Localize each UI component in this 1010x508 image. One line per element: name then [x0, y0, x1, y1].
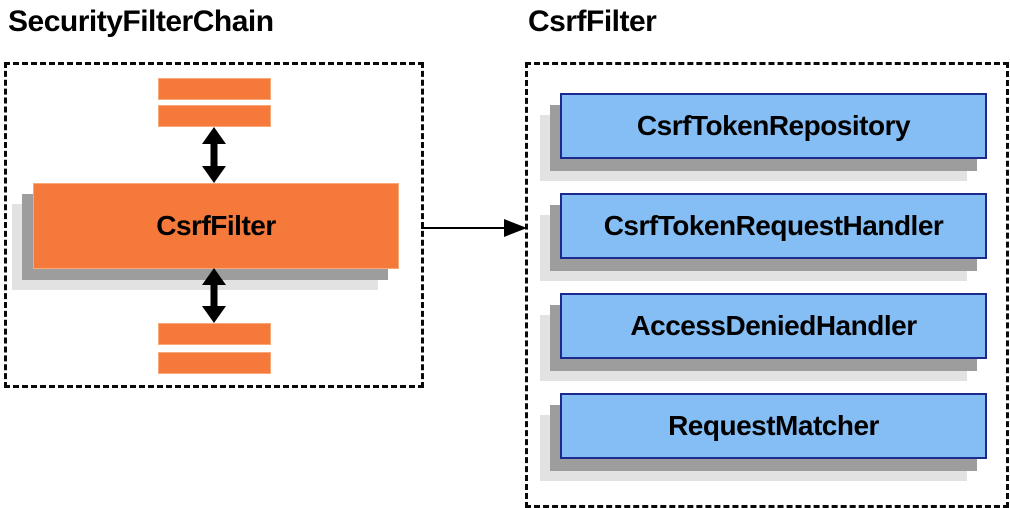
access-denied-handler-node: AccessDeniedHandler [560, 293, 987, 359]
csrf-filter-node: CsrfFilter [33, 183, 399, 269]
request-matcher-node: RequestMatcher [560, 393, 987, 459]
node-label: CsrfTokenRequestHandler [603, 210, 944, 241]
node-label: CsrfTokenRepository [636, 110, 911, 141]
bidirectional-arrow-icon [202, 127, 226, 183]
node-label: RequestMatcher [668, 410, 879, 441]
filter-placeholder-bar [158, 323, 271, 345]
csrf-token-request-handler-node: CsrfTokenRequestHandler [560, 193, 987, 259]
csrf-filter-box: CsrfTokenRepository CsrfTokenRequestHand… [525, 62, 1009, 508]
csrf-filter-node-label: CsrfFilter [156, 210, 276, 241]
security-filter-chain-title: SecurityFilterChain [8, 5, 274, 38]
csrf-token-repository-node: CsrfTokenRepository [560, 93, 987, 159]
bidirectional-arrow-icon [202, 268, 226, 323]
filter-placeholder-bar [158, 78, 271, 100]
filter-placeholder-bar [158, 352, 271, 374]
flow-arrow-icon [421, 219, 527, 237]
filter-placeholder-bar [158, 105, 271, 127]
node-label: AccessDeniedHandler [630, 310, 917, 341]
security-filter-chain-box: CsrfFilter [4, 62, 424, 388]
csrf-filter-title: CsrfFilter [528, 5, 657, 38]
